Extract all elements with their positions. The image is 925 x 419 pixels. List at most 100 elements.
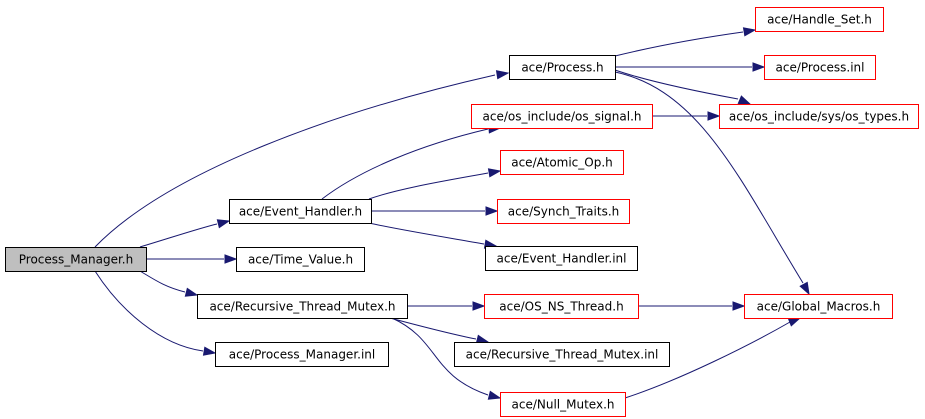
node-pm-h[interactable]: Process_Manager.h bbox=[5, 247, 147, 272]
edge-line bbox=[614, 69, 739, 100]
edge-process_h-to-handle_set_h bbox=[614, 27, 757, 57]
node-box[interactable] bbox=[229, 199, 372, 224]
node-label: ace/Process_Manager.inl bbox=[229, 348, 375, 362]
arrowhead-icon bbox=[487, 168, 502, 178]
node-label: ace/Time_Value.h bbox=[248, 253, 353, 267]
node-null-mutex-h[interactable]: ace/Null_Mutex.h bbox=[500, 392, 626, 417]
node-box[interactable] bbox=[755, 7, 884, 32]
edge-line bbox=[139, 223, 218, 248]
arrowhead-icon bbox=[495, 70, 510, 80]
node-process-inl[interactable]: ace/Process.inl bbox=[764, 55, 876, 80]
node-handle-set-h[interactable]: ace/Handle_Set.h bbox=[755, 7, 884, 32]
edge-pm_h-to-process_h bbox=[94, 70, 510, 248]
edge-line bbox=[368, 172, 489, 200]
edge-line bbox=[368, 222, 485, 245]
node-label: ace/Global_Macros.h bbox=[757, 300, 881, 314]
arrowhead-icon bbox=[752, 62, 766, 72]
edge-line bbox=[94, 270, 204, 352]
node-box[interactable] bbox=[500, 392, 626, 417]
arrowhead-icon bbox=[485, 206, 499, 216]
node-time-value-h[interactable]: ace/Time_Value.h bbox=[236, 247, 365, 272]
arrowhead-icon bbox=[742, 27, 757, 37]
node-box[interactable] bbox=[471, 104, 653, 129]
edge-line bbox=[624, 321, 791, 399]
node-label: ace/Handle_Set.h bbox=[767, 13, 872, 27]
arrowhead-icon bbox=[737, 95, 752, 105]
node-box[interactable] bbox=[197, 294, 408, 319]
edge-pm_h-to-pm_inl bbox=[94, 270, 217, 356]
node-box[interactable] bbox=[215, 342, 389, 367]
arrowhead-icon bbox=[787, 317, 802, 327]
node-box[interactable] bbox=[497, 199, 630, 224]
node-process-h[interactable]: ace/Process.h bbox=[509, 55, 616, 80]
arrowhead-icon bbox=[707, 111, 721, 121]
node-global-macros-h[interactable]: ace/Global_Macros.h bbox=[744, 294, 893, 319]
node-box[interactable] bbox=[744, 294, 893, 319]
node-label: ace/Event_Handler.h bbox=[239, 205, 362, 219]
node-pm-inl[interactable]: ace/Process_Manager.inl bbox=[215, 342, 389, 367]
node-box[interactable] bbox=[454, 342, 670, 367]
node-box[interactable] bbox=[484, 294, 639, 319]
node-event-handler-inl[interactable]: ace/Event_Handler.inl bbox=[485, 246, 638, 271]
node-label: ace/Atomic_Op.h bbox=[511, 156, 613, 170]
node-box[interactable] bbox=[719, 104, 919, 129]
node-label: ace/os_include/os_signal.h bbox=[483, 110, 642, 124]
node-label: Process_Manager.h bbox=[19, 253, 133, 267]
node-os-signal-h[interactable]: ace/os_include/os_signal.h bbox=[471, 104, 653, 129]
edge-process_h-to-global_macros_h bbox=[614, 71, 810, 296]
edge-line bbox=[391, 317, 489, 396]
edge-pm_h-to-time_value_h bbox=[146, 254, 238, 264]
node-label: ace/Null_Mutex.h bbox=[512, 398, 615, 412]
arrowhead-icon bbox=[184, 287, 199, 297]
node-label: ace/Recursive_Thread_Mutex.inl bbox=[466, 348, 659, 362]
arrowhead-icon bbox=[732, 301, 746, 311]
node-box[interactable] bbox=[5, 247, 147, 272]
edge-pm_h-to-event_handler_h bbox=[139, 219, 231, 248]
edge-event_handler_h-to-atomic_op_h bbox=[368, 168, 502, 200]
node-box[interactable] bbox=[764, 55, 876, 80]
edges-layer bbox=[94, 27, 810, 400]
arrowhead-icon bbox=[216, 219, 231, 229]
edge-rtm_h-to-null_mutex_h bbox=[391, 317, 502, 400]
edge-pm_h-to-rtm_h bbox=[139, 270, 199, 297]
arrowhead-icon bbox=[202, 346, 217, 356]
arrowhead-icon bbox=[799, 281, 810, 296]
node-os-types-h[interactable]: ace/os_include/sys/os_types.h bbox=[719, 104, 919, 129]
nodes-layer: Process_Manager.h ace/Process.h ace/Handle… bbox=[5, 7, 919, 417]
edge-line bbox=[614, 31, 744, 57]
edge-line bbox=[389, 317, 477, 340]
edge-line bbox=[139, 270, 186, 293]
node-box[interactable] bbox=[236, 247, 365, 272]
node-box[interactable] bbox=[500, 150, 624, 175]
node-rtm-inl[interactable]: ace/Recursive_Thread_Mutex.inl bbox=[454, 342, 670, 367]
edge-os_signal_h-to-os_types_h bbox=[652, 111, 721, 121]
node-atomic-op-h[interactable]: ace/Atomic_Op.h bbox=[500, 150, 624, 175]
node-synch-traits-h[interactable]: ace/Synch_Traits.h bbox=[497, 199, 630, 224]
node-label: ace/Process.inl bbox=[776, 61, 865, 75]
edge-event_handler_h-to-event_handler_inl bbox=[368, 222, 498, 249]
edge-rtm_h-to-rtm_inl bbox=[389, 317, 490, 344]
arrowhead-icon bbox=[487, 390, 502, 400]
node-box[interactable] bbox=[485, 246, 638, 271]
edge-rtm_h-to-os_ns_thread_h bbox=[407, 301, 486, 311]
node-box[interactable] bbox=[509, 55, 616, 80]
node-label: ace/Recursive_Thread_Mutex.h bbox=[209, 300, 395, 314]
node-label: ace/Process.h bbox=[521, 61, 603, 75]
node-event-handler-h[interactable]: ace/Event_Handler.h bbox=[229, 199, 372, 224]
edge-line bbox=[614, 71, 804, 284]
edge-process_h-to-process_inl bbox=[615, 62, 766, 72]
node-label: ace/Event_Handler.inl bbox=[497, 252, 627, 266]
node-rtm-h[interactable]: ace/Recursive_Thread_Mutex.h bbox=[197, 294, 408, 319]
edge-event_handler_h-to-synch_traits_h bbox=[371, 206, 499, 216]
arrowhead-icon bbox=[472, 301, 486, 311]
arrowhead-icon bbox=[224, 254, 238, 264]
node-label: ace/Synch_Traits.h bbox=[508, 205, 619, 219]
edge-line bbox=[321, 128, 489, 200]
node-label: ace/OS_NS_Thread.h bbox=[499, 300, 623, 314]
edge-os_ns_thread_h-to-global_macros_h bbox=[638, 301, 746, 311]
edge-process_h-to-os_types_h bbox=[614, 69, 752, 105]
edge-line bbox=[94, 74, 496, 248]
node-label: ace/os_include/sys/os_types.h bbox=[729, 110, 909, 124]
node-os-ns-thread-h[interactable]: ace/OS_NS_Thread.h bbox=[484, 294, 639, 319]
